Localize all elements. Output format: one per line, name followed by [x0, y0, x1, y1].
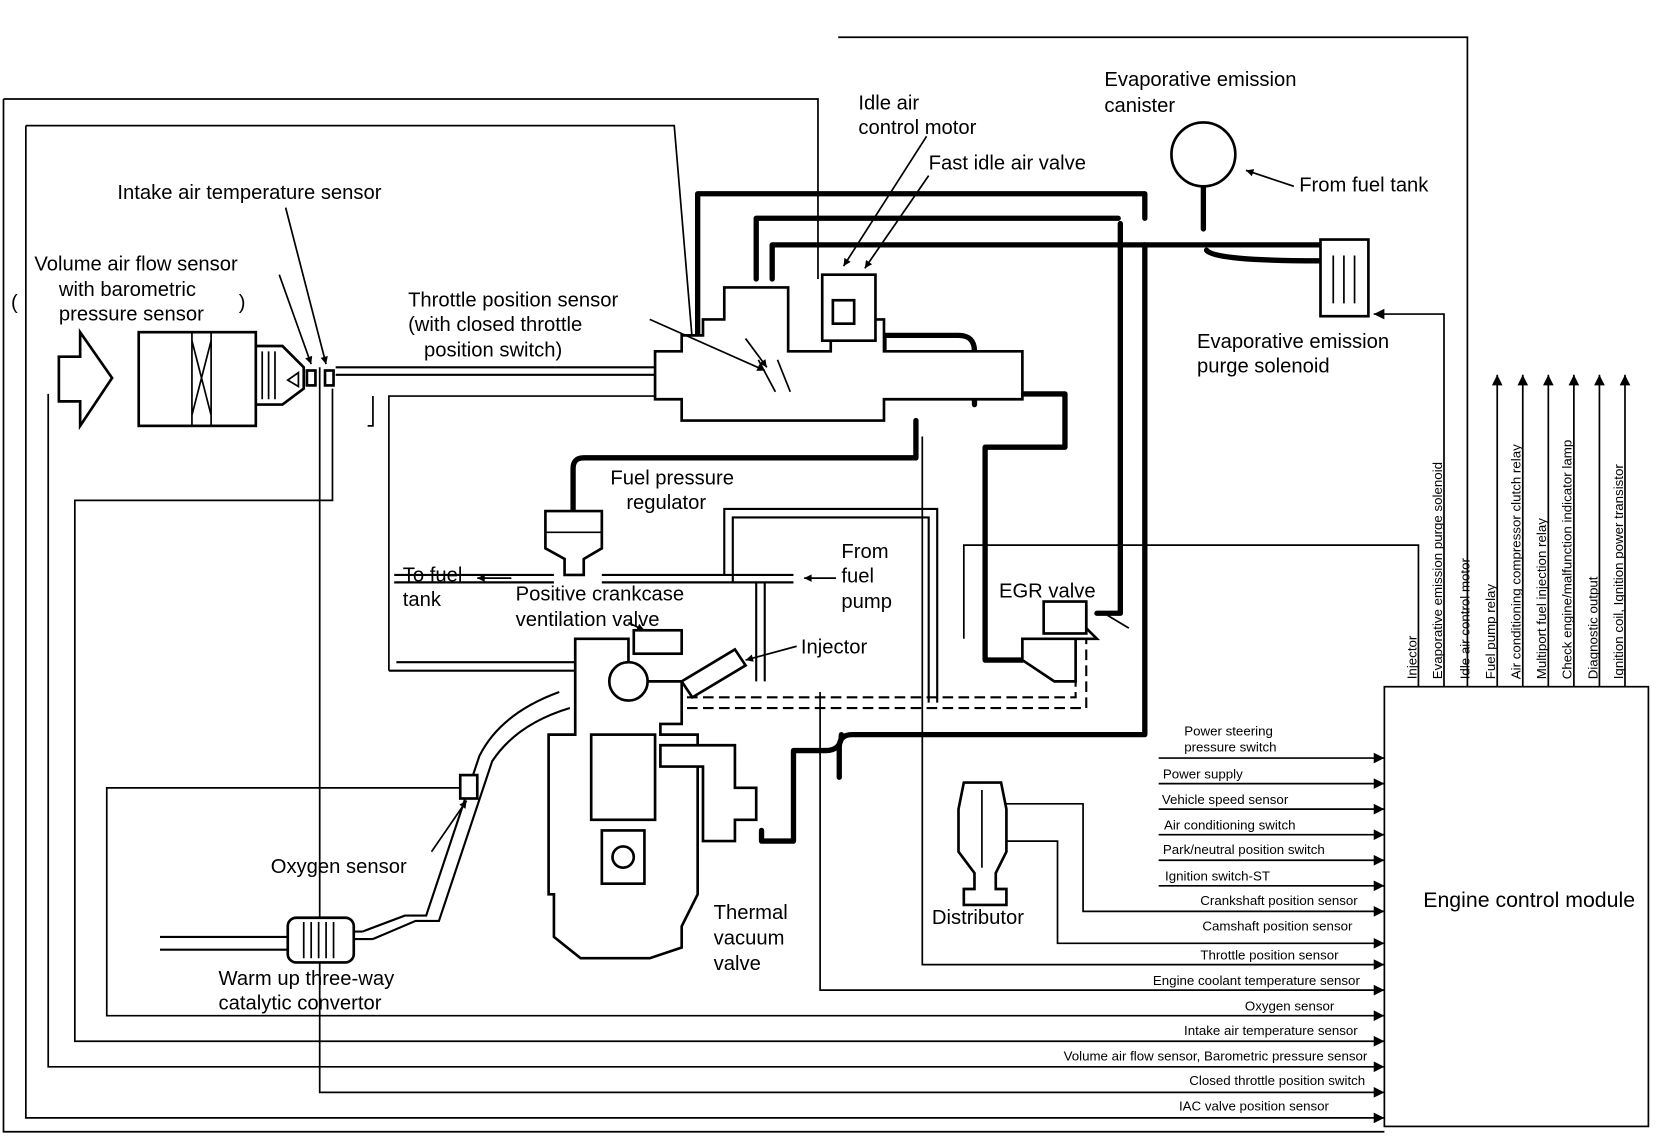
label-distributor: Distributor	[932, 907, 1024, 929]
thermal-vacuum-valve	[659, 743, 758, 843]
label-thermal-vacuum-valve: Thermal	[714, 902, 788, 924]
label-pcv-valve: Positive crankcase	[516, 583, 685, 605]
label-throttle-position-sensor-line2: (with closed throttle	[408, 314, 582, 336]
label-fuel-pressure-regulator-line2: regulator	[626, 492, 706, 514]
label-thermal-vacuum-valve-line3: valve	[714, 953, 761, 975]
engine-control-module	[1383, 685, 1650, 1128]
label-egr-valve: EGR valve	[999, 580, 1096, 602]
ecm-output-label: Ignition coil, Ignition power transistor	[1611, 464, 1626, 680]
evaporative-emission-canister	[1170, 121, 1237, 188]
label-to-fuel-tank: To fuel	[403, 564, 463, 586]
ecm-input-label: Power steering	[1184, 724, 1273, 739]
label-throttle-position-sensor-line3: position switch)	[424, 340, 562, 362]
paren-right: )	[239, 292, 246, 314]
label-throttle-position-sensor: Throttle position sensor	[408, 290, 618, 312]
label-from-fuel-pump-line3: pump	[841, 591, 892, 613]
exhaust-system	[160, 691, 571, 964]
engine-block	[547, 637, 699, 960]
injector-body	[679, 647, 748, 700]
idle-air-control-motor	[820, 273, 877, 343]
label-from-fuel-pump-line2: fuel	[841, 565, 874, 587]
ecm-input-label: Engine coolant temperature sensor	[1153, 973, 1361, 988]
label-evaporative-emission-purge-solenoid: Evaporative emission	[1197, 331, 1389, 353]
ecm-input-label: Vehicle speed sensor	[1162, 792, 1289, 807]
ecm-output-arrows	[1491, 374, 1631, 687]
ecm-input-label: Oxygen sensor	[1245, 998, 1335, 1013]
egr-valve-body	[1021, 600, 1101, 683]
fuel-lines	[388, 507, 1088, 710]
ecm-output-label: Diagnostic output	[1585, 576, 1600, 679]
ecm-input-label: Volume air flow sensor, Barometric press…	[1064, 1048, 1368, 1063]
air-cleaner	[137, 330, 335, 428]
label-intake-air-temperature-sensor: Intake air temperature sensor	[117, 182, 381, 204]
ecm-output-labels: Injector Evaporative emission purge sole…	[1404, 440, 1626, 679]
ecm-input-label: Power supply	[1163, 766, 1243, 781]
catalytic-convertor-body	[286, 916, 356, 964]
label-idle-air-control-motor: Idle air	[858, 93, 919, 115]
label-idle-air-control-motor-line2: control motor	[858, 117, 976, 139]
ecm-input-label: Intake air temperature sensor	[1184, 1023, 1358, 1038]
label-evaporative-emission-canister-line2: canister	[1104, 95, 1175, 117]
ecm-output-label: Air conditioning compressor clutch relay	[1509, 444, 1524, 679]
label-volume-air-flow-sensor-line2: with barometric	[58, 279, 196, 301]
pcv-valve-body	[632, 628, 684, 656]
evaporative-emission-purge-solenoid	[1319, 238, 1370, 318]
intake-air-temperature-sensor-body	[323, 369, 335, 387]
ecm-input-label: Air conditioning switch	[1164, 817, 1296, 832]
label-from-fuel-pump: From	[841, 541, 888, 563]
ecm-input-label: Camshaft position sensor	[1202, 919, 1353, 934]
ecm-output-label: Fuel pump relay	[1483, 584, 1498, 680]
ecm-input-label: Crankshaft position sensor	[1200, 893, 1358, 908]
ecm-title: Engine control module	[1423, 888, 1635, 912]
ecm-output-label: Evaporative emission purge solenoid	[1430, 462, 1445, 679]
ecm-input-label: Park/neutral position switch	[1163, 842, 1325, 857]
ecm-input-label: IAC valve position sensor	[1179, 1098, 1330, 1113]
label-oxygen-sensor: Oxygen sensor	[271, 856, 407, 878]
ecm-input-label: Ignition switch-ST	[1165, 868, 1270, 883]
ecm-input-label: Closed throttle position switch	[1189, 1073, 1365, 1088]
label-fuel-pressure-regulator: Fuel pressure	[610, 467, 734, 489]
label-evaporative-emission-canister: Evaporative emission	[1104, 69, 1296, 91]
label-pcv-valve-line2: ventilation valve	[516, 609, 660, 631]
label-catalytic-convertor: Warm up three-way	[219, 968, 396, 990]
ecm-output-label: Injector	[1404, 635, 1419, 679]
ecm-input-label: pressure switch	[1184, 740, 1276, 755]
ecm-output-label: Idle air control motor	[1458, 557, 1473, 679]
label-thermal-vacuum-valve-line2: vacuum	[714, 927, 785, 949]
ecm-input-labels: Power steering pressure switch Power sup…	[1064, 724, 1368, 1114]
volume-air-flow-sensor-body	[305, 369, 317, 387]
label-injector: Injector	[801, 637, 868, 659]
label-evaporative-emission-purge-solenoid-line2: purge solenoid	[1197, 356, 1330, 378]
ecm-output-label: Check engine/malfunction indicator lamp	[1560, 440, 1575, 679]
label-fast-idle-air-valve: Fast idle air valve	[929, 152, 1086, 174]
oxygen-sensor-body	[458, 773, 479, 800]
paren-left: (	[11, 292, 18, 314]
ecm-output-label: Multiport fuel injection relay	[1534, 518, 1549, 679]
ecm-input-label: Throttle position sensor	[1200, 947, 1339, 962]
label-volume-air-flow-sensor: Volume air flow sensor	[34, 253, 238, 275]
wiring-harness	[2, 36, 1469, 1133]
air-intake-arrow	[57, 327, 114, 431]
label-volume-air-flow-sensor-line3: pressure sensor	[59, 303, 204, 325]
fuel-pressure-regulator	[544, 509, 604, 577]
label-to-fuel-tank-line2: tank	[403, 589, 442, 611]
component-labels: Intake air temperature sensor Volume air…	[11, 69, 1429, 1014]
distributor-body	[957, 781, 1008, 907]
label-catalytic-convertor-line2: catalytic convertor	[219, 992, 382, 1014]
label-from-fuel-tank: From fuel tank	[1299, 175, 1429, 197]
